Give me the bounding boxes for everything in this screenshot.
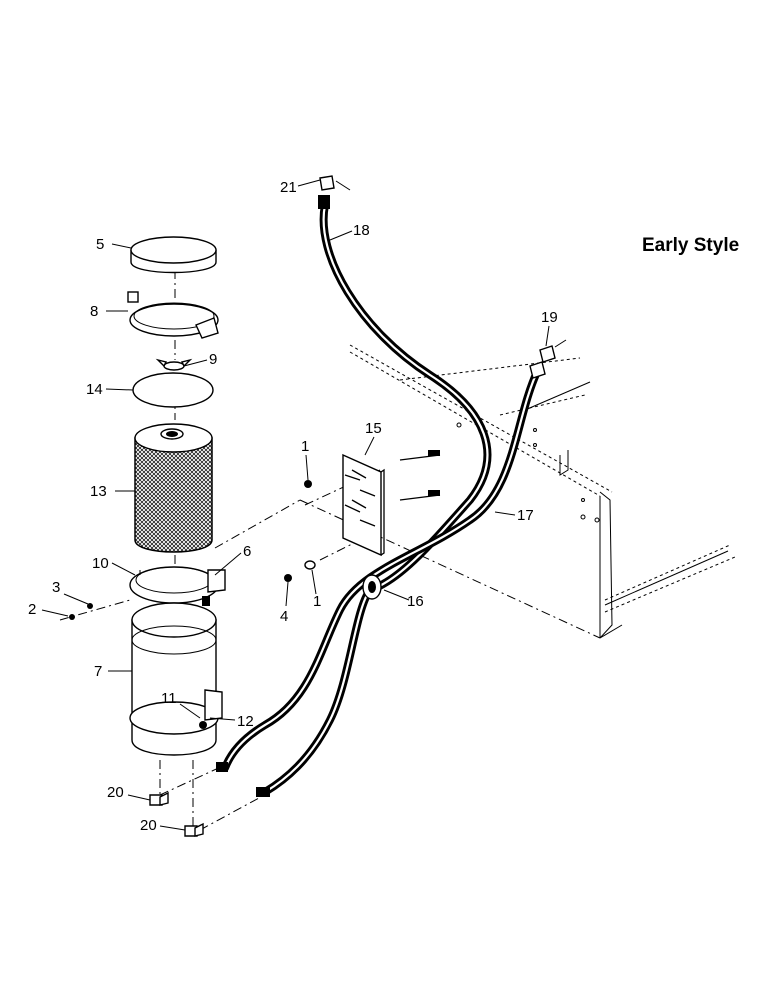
callout-1-upper: 1 (301, 438, 309, 455)
callout-9: 9 (209, 351, 217, 368)
gasket (132, 372, 214, 408)
filter-canister (129, 602, 223, 756)
hose-lower (261, 586, 374, 796)
callout-10: 10 (92, 555, 109, 572)
callout-19: 19 (541, 309, 558, 326)
callout-2: 2 (28, 601, 36, 618)
hardware-bits (69, 480, 316, 620)
callout-12: 12 (237, 713, 254, 730)
callout-8: 8 (90, 303, 98, 320)
band-clamp (127, 291, 219, 339)
callouts: 5 8 9 14 13 10 6 3 2 7 11 12 20 20 21 18… (28, 179, 558, 834)
callout-18: 18 (353, 222, 370, 239)
callout-21: 21 (280, 179, 297, 196)
hose-bracket-plate (342, 450, 441, 557)
callout-11: 11 (161, 690, 177, 707)
callout-6: 6 (243, 543, 251, 560)
callout-3: 3 (52, 579, 60, 596)
alignment-lines (59, 270, 601, 831)
filter-element (134, 423, 213, 553)
callout-5: 5 (96, 236, 104, 253)
hose-clamp (362, 574, 382, 600)
filter-cover (130, 236, 217, 274)
callout-16: 16 (407, 593, 424, 610)
elbow-fitting-upper (149, 791, 169, 806)
hose-17 (221, 368, 541, 772)
leader-lines (41, 179, 567, 831)
callout-7: 7 (94, 663, 102, 680)
wing-nut (155, 358, 193, 371)
callout-4: 4 (280, 608, 288, 625)
callout-15: 15 (365, 420, 382, 437)
callout-20-lower: 20 (140, 817, 157, 834)
callout-17: 17 (517, 507, 534, 524)
filter-head (129, 566, 226, 606)
callout-13: 13 (90, 483, 107, 500)
diagram-title: Early Style (642, 235, 739, 256)
elbow-fitting-lower (184, 822, 204, 837)
hose-end-fittings (216, 175, 556, 797)
callout-14: 14 (86, 381, 103, 398)
callout-20-upper: 20 (107, 784, 124, 801)
callout-1-lower: 1 (313, 593, 321, 610)
